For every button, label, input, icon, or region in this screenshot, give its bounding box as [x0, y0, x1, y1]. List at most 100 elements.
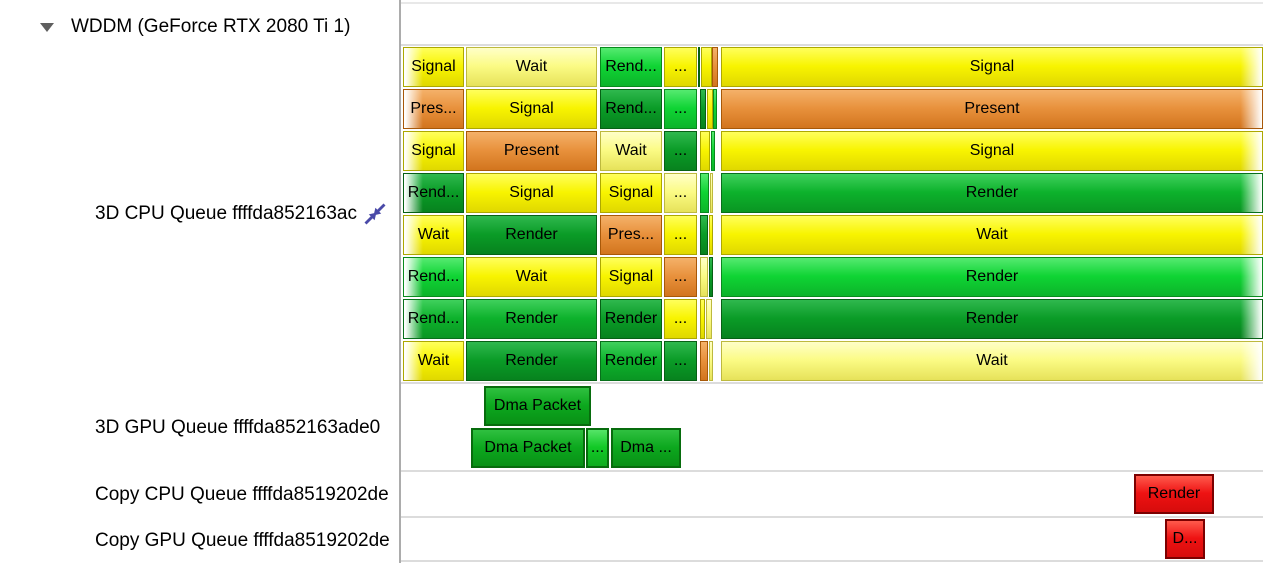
- packet-label: ...: [673, 184, 688, 201]
- packet-label: Wait: [515, 58, 548, 75]
- packet-block-render[interactable]: Render: [466, 341, 597, 381]
- packet-block-sliver[interactable]: ...: [664, 341, 697, 381]
- packet-label: Signal: [509, 184, 554, 201]
- packet-block-sliver[interactable]: [712, 47, 718, 87]
- packet-block-d[interactable]: D...: [1165, 519, 1205, 559]
- packet-block-sliver[interactable]: [700, 89, 706, 129]
- packet-block-pres[interactable]: Pres...: [403, 89, 464, 129]
- packet-label: ...: [673, 142, 688, 159]
- queue-label: 3D CPU Queue ffffda852163ac: [95, 203, 357, 224]
- packet-block-sliver[interactable]: [700, 257, 708, 297]
- packet-block-signal[interactable]: Signal: [721, 131, 1263, 171]
- packet-block-sliver[interactable]: [700, 215, 708, 255]
- packet-block-sliver[interactable]: [710, 173, 713, 213]
- packet-block-sliver[interactable]: ...: [664, 173, 697, 213]
- packet-block-sliver[interactable]: [700, 299, 705, 339]
- packet-block-sliver[interactable]: [707, 89, 713, 129]
- packet-block-sliver[interactable]: [706, 299, 712, 339]
- packet-label: Signal: [969, 142, 1015, 159]
- packet-block-render[interactable]: Render: [600, 299, 662, 339]
- packet-block-sliver[interactable]: ...: [664, 47, 697, 87]
- packet-block-signal[interactable]: Signal: [403, 131, 464, 171]
- packet-block-sliver[interactable]: [701, 47, 712, 87]
- packet-block-signal[interactable]: Signal: [403, 47, 464, 87]
- packet-label: Rend...: [605, 58, 657, 75]
- packet-label: Signal: [608, 184, 654, 201]
- packet-block-rend[interactable]: Rend...: [403, 299, 464, 339]
- packet-label: Dma Packet: [484, 439, 572, 456]
- packet-block-rend[interactable]: Rend...: [600, 89, 662, 129]
- packet-label: Rend...: [407, 268, 460, 285]
- packet-block-signal[interactable]: Signal: [466, 173, 597, 213]
- packet-label: Signal: [509, 100, 554, 117]
- packet-block-signal[interactable]: Signal: [600, 257, 662, 297]
- collapse-arrows-icon[interactable]: [363, 202, 387, 226]
- sidebar-item-copy-cpu-queue: Copy CPU Queue ffffda8519202de: [95, 482, 389, 508]
- packet-block-sliver[interactable]: [700, 131, 710, 171]
- packet-block-sliver[interactable]: [700, 341, 708, 381]
- packet-block-sliver[interactable]: [700, 173, 709, 213]
- packet-block-sliver[interactable]: [709, 341, 713, 381]
- packet-label: ...: [673, 100, 688, 117]
- packet-block-pres[interactable]: Pres...: [600, 215, 662, 255]
- packet-block-signal[interactable]: Signal: [466, 89, 597, 129]
- copy-gpu-queue-top-gridline: [401, 516, 1263, 518]
- packet-label: Render: [505, 352, 558, 369]
- packet-block-dma-packet[interactable]: Dma Packet: [471, 428, 585, 468]
- packet-label: Wait: [417, 352, 450, 369]
- packet-block-wait[interactable]: Wait: [466, 47, 597, 87]
- packet-block-render[interactable]: Render: [721, 257, 1263, 297]
- packet-block-dma-packet[interactable]: Dma Packet: [484, 386, 591, 426]
- packet-label: Rend...: [407, 310, 460, 327]
- packet-block-sliver[interactable]: [711, 131, 715, 171]
- queue-label: Copy GPU Queue ffffda8519202de: [95, 530, 390, 551]
- packet-label: Wait: [976, 352, 1008, 369]
- packet-label: Render: [965, 310, 1019, 327]
- device-group-row[interactable]: WDDM (GeForce RTX 2080 Ti 1): [40, 14, 350, 40]
- packet-block-rend[interactable]: Rend...: [600, 47, 662, 87]
- packet-block-rend[interactable]: Rend...: [403, 257, 464, 297]
- packet-block-wait[interactable]: Wait: [721, 341, 1263, 381]
- packet-block-wait[interactable]: Wait: [600, 131, 662, 171]
- cpu-queue-top-gridline: [401, 44, 1263, 46]
- packet-block-sliver[interactable]: ...: [664, 299, 697, 339]
- packet-label: Render: [965, 184, 1019, 201]
- packet-block-render[interactable]: Render: [466, 215, 597, 255]
- packet-block-sliver[interactable]: ...: [586, 428, 609, 468]
- packet-block-sliver[interactable]: ...: [664, 89, 697, 129]
- packet-label: ...: [673, 268, 688, 285]
- packet-label: Present: [964, 100, 1020, 117]
- packet-block-signal[interactable]: Signal: [600, 173, 662, 213]
- packet-block-render[interactable]: Render: [721, 299, 1263, 339]
- expander-triangle-icon[interactable]: [40, 22, 54, 32]
- copy-cpu-queue-top-gridline: [401, 470, 1263, 472]
- packet-block-wait[interactable]: Wait: [403, 341, 464, 381]
- packet-label: Signal: [411, 58, 456, 75]
- packet-block-rend[interactable]: Rend...: [403, 173, 464, 213]
- packet-block-render[interactable]: Render: [466, 299, 597, 339]
- packet-label: Render: [505, 310, 558, 327]
- packet-block-sliver[interactable]: [698, 47, 700, 87]
- packet-block-sliver[interactable]: ...: [664, 131, 697, 171]
- device-group-label: WDDM (GeForce RTX 2080 Ti 1): [71, 16, 351, 37]
- packet-block-render[interactable]: Render: [721, 173, 1263, 213]
- packet-block-sliver[interactable]: [713, 89, 717, 129]
- packet-block-sliver[interactable]: ...: [664, 257, 697, 297]
- packet-block-wait[interactable]: Wait: [721, 215, 1263, 255]
- packet-block-wait[interactable]: Wait: [466, 257, 597, 297]
- packet-block-present[interactable]: Present: [466, 131, 597, 171]
- packet-label: Signal: [608, 268, 654, 285]
- packet-label: Dma Packet: [493, 397, 582, 414]
- packet-label: Wait: [615, 142, 647, 159]
- sidebar-item-copy-gpu-queue: Copy GPU Queue ffffda8519202de: [95, 528, 390, 554]
- packet-block-sliver[interactable]: ...: [664, 215, 697, 255]
- packet-block-render[interactable]: Render: [600, 341, 662, 381]
- packet-block-signal[interactable]: Signal: [721, 47, 1263, 87]
- packet-block-dma[interactable]: Dma ...: [611, 428, 681, 468]
- packet-block-present[interactable]: Present: [721, 89, 1263, 129]
- packet-block-wait[interactable]: Wait: [403, 215, 464, 255]
- packet-block-render[interactable]: Render: [1134, 474, 1214, 514]
- packet-block-sliver[interactable]: [709, 257, 713, 297]
- packet-block-sliver[interactable]: [709, 215, 713, 255]
- packet-label: ...: [590, 439, 605, 456]
